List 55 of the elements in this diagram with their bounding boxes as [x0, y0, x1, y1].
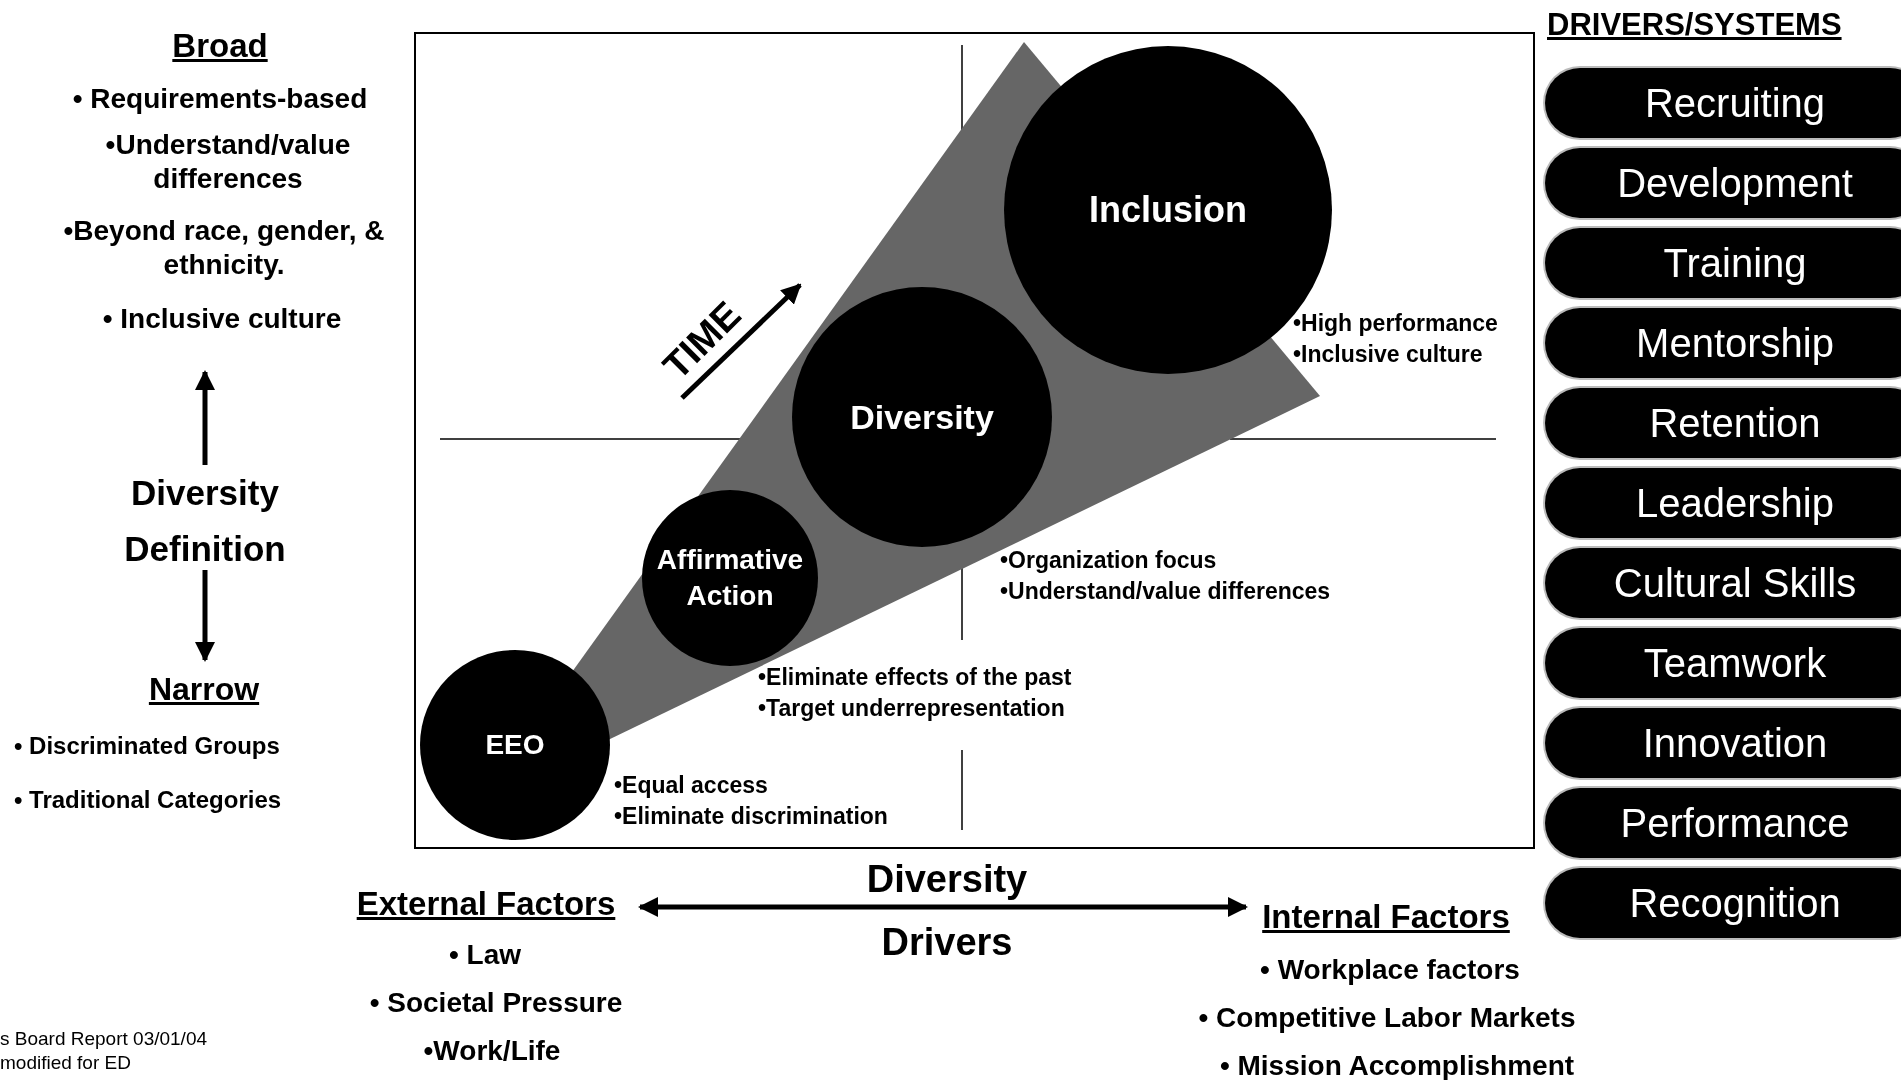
bullet-text: •Understand/value differences — [104, 128, 352, 196]
note-text: •Inclusive culture — [1293, 340, 1483, 369]
system-pill — [1545, 388, 1901, 458]
bullet-text: • Societal Pressure — [368, 986, 624, 1020]
bullet-text: • Workplace factors — [1259, 953, 1521, 987]
bullet-text: • Requirements-based — [71, 82, 369, 116]
system-pill — [1545, 708, 1901, 778]
bullet-text: • Law — [447, 938, 522, 972]
note-text: •Eliminate discrimination — [614, 802, 888, 831]
bullet-text: • Competitive Labor Markets — [1197, 1001, 1577, 1035]
source-note: s Board Report 03/01/04 — [0, 1028, 209, 1051]
system-label: Retention — [1649, 400, 1821, 446]
bullet-text: •Beyond race, gender, & ethnicity. — [62, 214, 386, 282]
system-label: Cultural Skills — [1613, 560, 1857, 606]
bullet-text: • Inclusive culture — [101, 302, 343, 336]
heading: External Factors — [355, 884, 617, 924]
system-pill — [1545, 468, 1901, 538]
system-pill — [1545, 628, 1901, 698]
bullet-text: • Traditional Categories — [14, 786, 283, 815]
system-label: Teamwork — [1643, 640, 1827, 686]
note-text: •Eliminate effects of the past — [758, 663, 1072, 692]
source-note: modified for ED — [0, 1052, 132, 1075]
system-label: Recognition — [1629, 880, 1841, 926]
system-pill — [1545, 308, 1901, 378]
system-label: Development — [1617, 160, 1853, 206]
system-label: Innovation — [1642, 720, 1828, 766]
note-text: •Organization focus — [1000, 546, 1217, 575]
stage-label: Inclusion — [1089, 187, 1247, 232]
bullet-text: •Work/Life — [422, 1034, 562, 1068]
system-pill — [1545, 868, 1901, 938]
stage-label: Diversity — [850, 396, 994, 438]
system-pill — [1545, 228, 1901, 298]
heading: DRIVERS/SYSTEMS — [1547, 6, 1843, 44]
heading: Internal Factors — [1261, 897, 1511, 937]
stage-label: EEO — [485, 727, 545, 762]
bullet-text: • Discriminated Groups — [14, 732, 281, 761]
system-pill — [1545, 68, 1901, 138]
system-label: Leadership — [1636, 480, 1834, 526]
axis-label: Diversity Drivers — [865, 857, 1029, 965]
heading: Narrow — [147, 670, 261, 709]
note-text: •Understand/value differences — [1000, 577, 1331, 606]
system-pill — [1545, 148, 1901, 218]
note-text: •Equal access — [614, 771, 768, 800]
system-label: Performance — [1620, 800, 1850, 846]
system-label: Training — [1663, 240, 1807, 286]
note-text: •Target underrepresentation — [758, 694, 1065, 723]
bullet-text: • Mission Accomplishment — [1218, 1049, 1576, 1080]
system-label: Recruiting — [1644, 80, 1826, 126]
system-pill — [1545, 788, 1901, 858]
heading: Broad — [171, 26, 269, 66]
stage-label: Affirmative Action — [655, 542, 805, 613]
axis-label: Diversity Definition — [123, 472, 287, 570]
system-pill — [1545, 548, 1901, 618]
note-text: •High performance — [1293, 309, 1498, 338]
system-label: Mentorship — [1636, 320, 1834, 366]
